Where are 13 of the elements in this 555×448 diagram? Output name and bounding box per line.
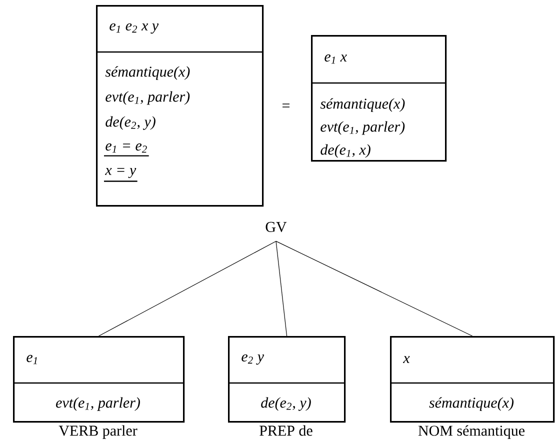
drs-box: e$_{1}$ e$_{2}$ x y sémantique(x) evt(e$_{1}$, parler) de(e$_{2}$, y) e$_{1}$ = e$_{2}$ x = y	[96, 5, 264, 207]
category-label: VERB parler	[58, 425, 138, 439]
drs-box: x sémantique(x)	[390, 336, 555, 423]
tree-branch	[276, 240, 473, 336]
equals-sign: =	[282, 104, 290, 108]
tree-branch	[98, 240, 276, 336]
tree-node-label: GV	[266, 222, 287, 232]
category-label: PREP de	[260, 425, 312, 436]
drs-box: e$_{2}$ y de(e$_{2}$, y)	[228, 336, 346, 423]
tree-branch	[276, 240, 288, 336]
drs-box: e$_{1}$ x sémantique(x) evt(e$_{1}$, parler) de(e$_{1}$, x)	[311, 35, 447, 162]
drs-box: e$_{1}$ evt(e$_{1}$, parler)	[13, 336, 185, 423]
category-label: NOM sémantique	[418, 425, 524, 439]
